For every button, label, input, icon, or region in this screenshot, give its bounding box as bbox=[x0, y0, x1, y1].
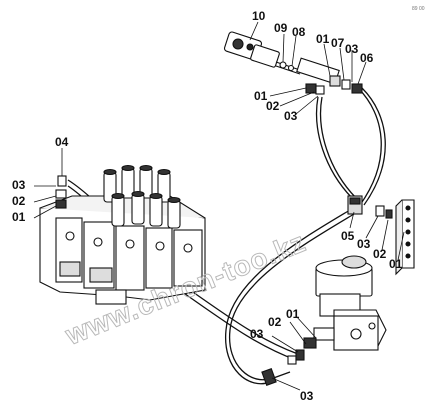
control-valve-assembly bbox=[39, 164, 206, 305]
corner-code: 89 00 bbox=[412, 6, 425, 12]
callout-03-bottom-left: 03 bbox=[250, 327, 264, 341]
right-fitting-05 bbox=[347, 195, 393, 219]
callout-01-mid: 01 bbox=[254, 89, 268, 103]
callout-07: 07 bbox=[331, 36, 345, 50]
pressure-switch bbox=[223, 31, 363, 95]
solenoid-valve-block bbox=[303, 255, 387, 351]
bottom-fitting bbox=[261, 349, 305, 386]
callout-03-right: 03 bbox=[357, 237, 371, 251]
callout-06: 06 bbox=[360, 51, 374, 65]
callout-10: 10 bbox=[252, 9, 266, 23]
callout-04: 04 bbox=[55, 135, 69, 149]
callout-02-right: 02 bbox=[373, 247, 387, 261]
callout-01-top: 01 bbox=[316, 32, 330, 46]
hose-upper-middle bbox=[315, 96, 353, 199]
callout-01-bottom: 01 bbox=[286, 307, 300, 321]
callout-01-right: 01 bbox=[389, 257, 403, 271]
mounting-bracket bbox=[395, 199, 415, 276]
callout-03-left: 03 bbox=[12, 178, 26, 192]
callout-01-left: 01 bbox=[12, 210, 26, 224]
callout-09: 09 bbox=[274, 21, 288, 35]
callout-03-bottom: 03 bbox=[300, 389, 314, 403]
callout-02-left: 02 bbox=[12, 194, 26, 208]
callout-05: 05 bbox=[341, 229, 355, 243]
callout-03-top: 03 bbox=[345, 42, 359, 56]
leader-lines bbox=[33, 21, 405, 391]
callout-08: 08 bbox=[292, 25, 306, 39]
washer-09 bbox=[279, 61, 287, 69]
seal-08 bbox=[287, 64, 295, 72]
callout-02-mid: 02 bbox=[266, 99, 280, 113]
hose-long-lower bbox=[225, 209, 351, 385]
callout-03-mid: 03 bbox=[284, 109, 298, 123]
callout-02-bottom: 02 bbox=[268, 315, 282, 329]
hose-upper-right bbox=[357, 87, 382, 206]
